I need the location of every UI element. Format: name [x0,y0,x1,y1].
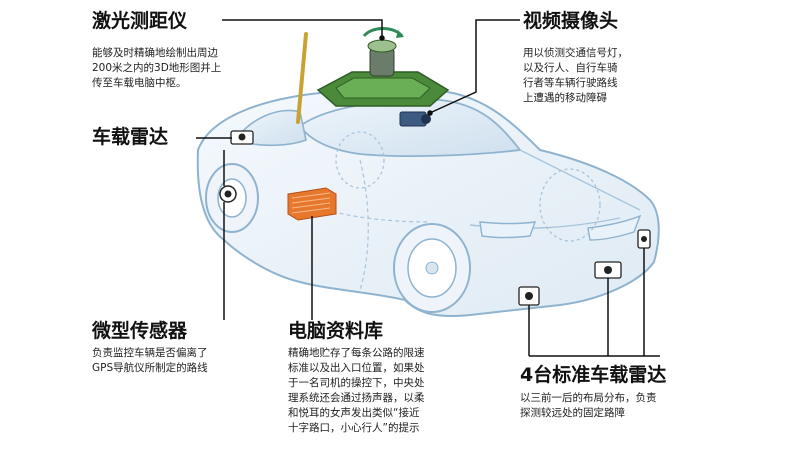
computer-line: 十字路口，小心行人”的提示 [288,422,420,434]
computer-box [287,187,337,221]
computer-line: 于一名司机的操控下，中央处 [288,377,425,389]
camera-line: 上遭遇的移动障碍 [523,92,607,104]
computer-line: 标准以及出入口位置，如果处 [288,362,425,374]
computer-description: 精确地贮存了每条公路的限速 标准以及出入口位置，如果处 于一名司机的操控下，中央… [288,346,425,436]
camera-line: 行者等车辆行驶路线 [523,77,618,89]
radar4-line: 探测较远处的固定路障 [520,407,625,419]
roof-radar [230,130,254,145]
camera-line: 以及行人、自行车骑 [523,62,618,74]
leader-lines [196,19,660,357]
sensor-line: 负责监控车辆是否偏离了 [92,347,208,359]
sensor-description: 负责监控车辆是否偏离了 GPS导航仪所制定的路线 [92,346,208,376]
car-body [196,88,660,318]
sensor-line: GPS导航仪所制定的路线 [92,362,208,374]
laser-line: 200米之内的3D地形图并上 [92,62,222,74]
micro-sensor [219,185,237,203]
video-camera [399,111,431,127]
front-radar-3 [637,229,651,249]
computer-line: 理系统还会通过扬声器，以柔 [288,392,425,404]
antenna [296,32,308,124]
laser-line: 传至车载电脑中枢。 [92,77,187,89]
front-left-wheel [393,223,471,313]
roof-rack [316,71,450,107]
computer-line: 和悦耳的女声发出类似“接近 [288,407,420,419]
front-radar-1 [518,286,540,306]
camera-description: 用以侦测交通信号灯， 以及行人、自行车骑 行者等车辆行驶路线 上遭遇的移动障碍 [523,46,628,106]
leader-laser [222,19,383,36]
camera-line: 用以侦测交通信号灯， [523,47,628,59]
radar4-line: 以三前一后的布局分布，负责 [520,392,657,404]
laser-line: 能够及时精确地绘制出周边 [92,47,218,59]
camera-title: 视频摄像头 [523,10,619,32]
radar4-title: 4台标准车载雷达 [520,364,667,386]
laser-description: 能够及时精确地绘制出周边 200米之内的3D地形图并上 传至车载电脑中枢。 [92,46,221,91]
computer-title: 电脑资料库 [288,320,384,342]
front-radar-2 [594,261,622,279]
computer-line: 精确地贮存了每条公路的限速 [288,347,425,359]
laser-rangefinder [362,27,404,77]
leader-camera [431,19,520,113]
front-right-wheel-ghost [335,131,601,242]
radar4-description: 以三前一后的布局分布，负责 探测较远处的固定路障 [520,391,657,421]
radar-title: 车载雷达 [92,126,169,148]
sensor-title: 微型传感器 [92,320,188,342]
laser-title: 激光测距仪 [92,10,188,32]
